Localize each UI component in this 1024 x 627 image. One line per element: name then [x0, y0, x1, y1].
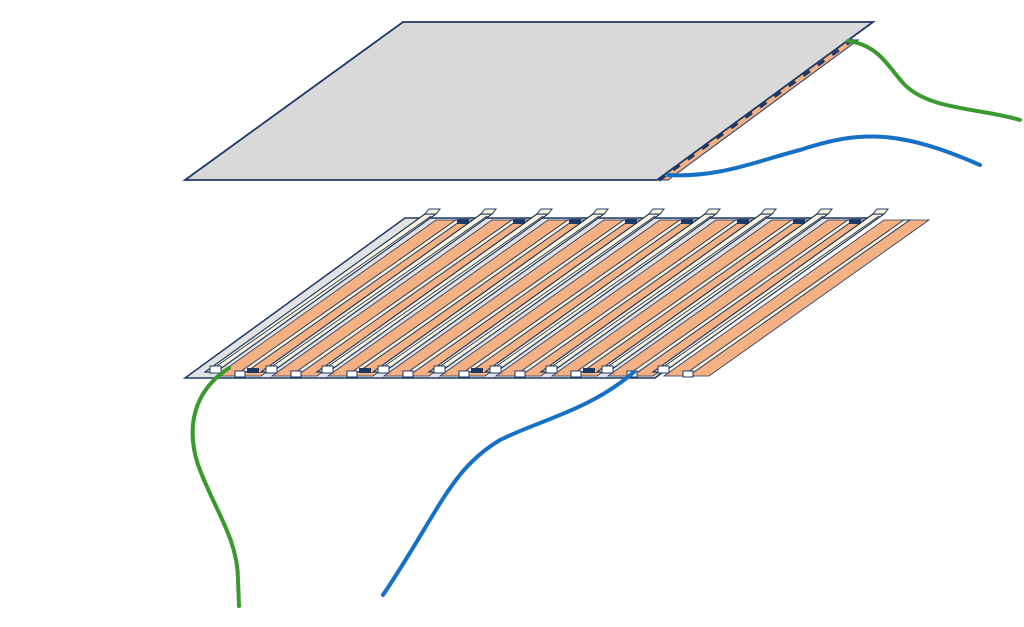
top-connector-mark	[625, 219, 637, 224]
cover-edge-mark	[759, 101, 768, 109]
rail-top-tab	[703, 208, 722, 215]
rail-groove	[490, 215, 712, 371]
strip-bottom-tab	[514, 370, 526, 378]
cover-edge-mark	[816, 59, 826, 67]
rail-bottom-tab	[489, 365, 502, 374]
green-wire-top	[846, 39, 1022, 122]
rail-groove	[546, 215, 768, 371]
bottom-connector-mark	[359, 368, 371, 373]
cover-edge-mark	[744, 111, 753, 119]
cover-edge-mark	[657, 174, 667, 182]
rail-top-tab	[591, 208, 610, 215]
strip-bottom-tab	[290, 370, 302, 378]
connector-marks	[247, 219, 861, 373]
rail-top-tab	[647, 208, 666, 215]
cover-edge-mark	[831, 48, 840, 57]
strip-bottom-tab	[458, 370, 470, 378]
rail-groove	[658, 215, 880, 371]
cover-edge-mark	[672, 163, 681, 172]
blue-wire-top	[666, 134, 982, 178]
top-connector-mark	[849, 219, 861, 224]
rail-bottom-tab	[209, 365, 222, 374]
rail-bottom-tab	[601, 365, 614, 374]
cover-edge-mark	[715, 132, 724, 140]
top-connector-mark	[457, 219, 469, 224]
rail-groove	[378, 215, 600, 371]
rail-groove	[434, 215, 656, 371]
bottom-connector-mark	[247, 368, 259, 373]
top-connector-mark	[737, 219, 749, 224]
rail-bottom-tab	[433, 365, 446, 374]
top-connector-mark	[793, 219, 805, 224]
cover-edge-mark	[701, 143, 710, 151]
bottom-connector-mark	[583, 368, 595, 373]
strip-bottom-tab	[402, 370, 414, 378]
rail-top-tab	[871, 208, 890, 215]
top-connector-mark	[681, 219, 693, 224]
strip-bottom-tab	[234, 370, 246, 378]
bottom-connector-mark	[471, 368, 483, 373]
strip-bottom-tab	[570, 370, 582, 378]
top-connector-mark	[569, 219, 581, 224]
rail-groove	[602, 215, 824, 371]
rail-groove	[266, 215, 488, 371]
rail-groove	[210, 215, 432, 371]
rail-top-tab	[479, 208, 498, 215]
cover-plate	[182, 21, 876, 181]
top-cover-panel	[182, 21, 876, 182]
rails	[203, 213, 912, 376]
striped-base-panel	[182, 208, 931, 379]
rail-top-tab	[535, 208, 554, 215]
cover-edge-mark	[773, 90, 782, 98]
green-wire-bottom	[190, 366, 241, 608]
cover-edge-mark	[686, 153, 696, 161]
rail-top-tab	[423, 208, 442, 215]
rail-bottom-tab	[377, 365, 390, 374]
blue-wire-bottom	[381, 370, 636, 597]
top-connector-mark	[513, 219, 525, 224]
rail-top-tab	[815, 208, 834, 215]
cover-edge-marks	[657, 38, 855, 182]
rail-groove	[322, 215, 544, 371]
rail-bottom-tab	[657, 365, 670, 374]
rail-top-tab	[759, 208, 778, 215]
cover-edge-mark	[730, 122, 739, 130]
rail-bottom-tab	[545, 365, 558, 374]
rail-bottom-tab	[265, 365, 278, 374]
rail-bottom-tab	[321, 365, 334, 374]
cover-edge-mark	[788, 80, 797, 88]
rail-top-tabs	[423, 208, 890, 215]
strip-bottom-tab	[682, 370, 694, 378]
strip-bottom-tab	[346, 370, 358, 378]
cover-edge-mark	[802, 69, 811, 77]
